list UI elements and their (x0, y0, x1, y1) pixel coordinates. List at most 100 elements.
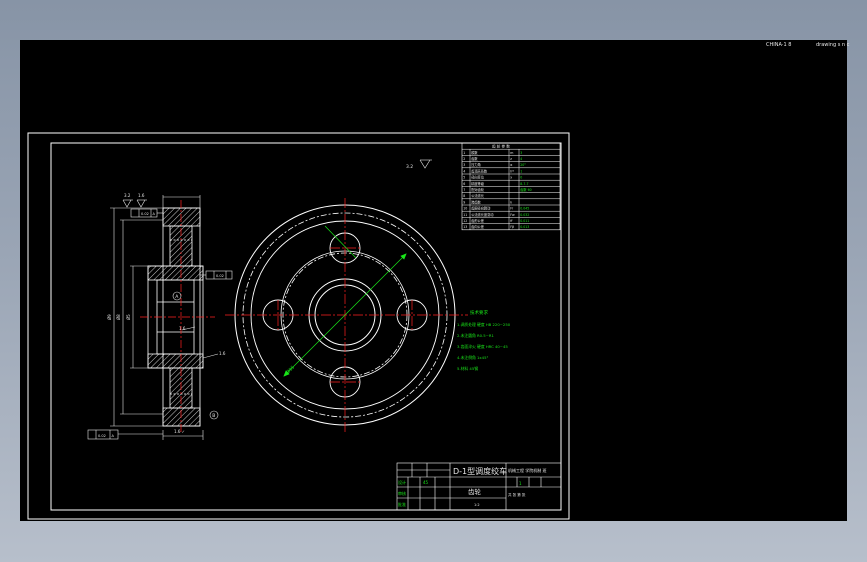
param-table-cell: h* (510, 169, 514, 173)
param-table-cell: 9 (463, 200, 465, 204)
title-project: D-1型调度绞车 (453, 466, 507, 476)
tech-note-line: 2.未注圆角 R0.5~R1 (457, 333, 495, 338)
param-table-cell: 3 (520, 151, 522, 155)
dim-outer-dia: Ø9 (107, 314, 112, 320)
param-table-cell: 齿向公差 (471, 224, 484, 229)
param-table-cell: z (510, 157, 512, 161)
param-table-cell: 模数 (471, 150, 478, 155)
param-table-cell: 8 (463, 194, 465, 198)
param-table-cell: Fr (510, 207, 514, 211)
fcf-mid (200, 270, 233, 280)
fcf-top-value: 0.02 (141, 212, 149, 216)
param-table-cell: 压力角 (471, 162, 481, 167)
param-table-cell: 齿数 (471, 156, 478, 161)
roughness-top-label: 3.2 (124, 193, 131, 198)
diameter-dimension (283, 225, 407, 377)
fcf-mid-value: 0.02 (216, 274, 224, 278)
title-qty: 1 (519, 481, 522, 486)
param-table-cell: 径向变位 (471, 175, 485, 180)
title-part-name: 齿轮 (468, 487, 482, 496)
gear-drawing: Ø9 Ø8 Ø5 3.2 1.6 0.02 A 0.02 (27, 132, 570, 520)
tech-notes-title: 技术要求 (470, 309, 488, 316)
title-block (396, 462, 562, 511)
param-table-cell: 1 (463, 151, 465, 155)
param-table-cell: 5 (463, 176, 465, 180)
param-table-cell: 10 (463, 207, 467, 211)
param-table-cell: 配对齿轮 (471, 187, 485, 192)
title-label-check: 审核 (398, 490, 406, 496)
param-table-cell: 6 (463, 182, 465, 186)
param-table-cell: 0.011 (520, 219, 529, 223)
param-table-cell: 11 (463, 213, 467, 217)
technical-requirements: 技术要求 1.调质处理 硬度 HB 220~250 2.未注圆角 R0.5~R1 3.… (457, 309, 511, 371)
param-table-cell: 0.045 (520, 207, 529, 211)
inner-frame (50, 142, 562, 511)
param-table-cell: m (510, 151, 513, 155)
roughness-top2-label: 1.6 (138, 193, 145, 198)
dim-hub-dia: Ø5 (126, 314, 131, 320)
section-centerlines (140, 200, 215, 434)
param-table-cell: 精度等级 (471, 181, 485, 186)
viewport-header-left: CHINA·1 8 (766, 42, 792, 48)
gear-parameter-table: 齿 轮 参 数 1 模数 m 3 2 齿数 z 4 3 压力角 α 20° 4 齿顶高系数 h* 1 5 径向变位 x… (461, 142, 561, 231)
title-label-approve: 批准 (398, 501, 406, 507)
param-table-cell: 4 (463, 169, 465, 173)
datum-a-label: A (175, 294, 179, 300)
front-roughness-label: 3.2 (406, 164, 413, 170)
outer-frame (27, 132, 570, 520)
cad-viewport[interactable]: CHINA·1 8 drawing s n c (20, 40, 850, 521)
fcf-bottom (87, 429, 163, 440)
fcf-bottom-value: 0.02 (98, 434, 106, 438)
side-label-1: 1.6 (219, 351, 226, 356)
param-table-cell: 1 (520, 169, 522, 173)
param-table-cell: 公法线长度变动 (471, 212, 493, 217)
param-table-cell: 齿数 60 (520, 187, 531, 192)
param-table-cell: x (510, 176, 512, 180)
fcf-bottom-datum: A (112, 434, 115, 438)
side-label-2: 1.6 (179, 326, 186, 331)
datum-b-symbol (209, 410, 219, 420)
param-table-cell: 12 (463, 219, 467, 223)
param-table-cell: 8-7-7 (520, 182, 528, 186)
param-table-cell: 0.013 (520, 225, 529, 229)
param-table-cell: 齿形公差 (471, 218, 484, 223)
param-table-cell: Fw (510, 213, 515, 217)
param-table-cell: k (510, 200, 512, 204)
section-roughness (122, 199, 147, 208)
param-table-cell: 齿顶高系数 (471, 168, 488, 173)
title-school: 机械工程 学院机制 班 (508, 467, 547, 473)
param-table-cell: 公法线长 (471, 193, 485, 198)
param-table-cell: 0 (520, 176, 522, 180)
param-table-cell: 2 (463, 157, 465, 161)
fcf-top-datum: A (153, 212, 156, 216)
dim-pitch-dia: Ø8 (116, 314, 121, 320)
param-table-cell: 4 (520, 157, 522, 161)
tech-note-line: 3.齿面淬火 硬度 HRC 40~45 (457, 344, 508, 349)
param-table-cell: 跨齿数 (471, 199, 481, 204)
param-table-cell: ff (510, 219, 513, 223)
param-table-cell: 齿圈径向跳动 (471, 206, 490, 211)
param-table-cell: 7 (463, 188, 465, 192)
tech-note-line: 4.未注倒角 1x45° (457, 355, 489, 360)
param-table-title: 齿 轮 参 数 (492, 144, 510, 149)
section-dimensions (110, 195, 204, 440)
param-table-cell: 13 (463, 225, 467, 229)
datum-a-symbol (172, 291, 182, 301)
param-table-cell: 0.032 (520, 213, 529, 217)
viewport-header-right: drawing s n c (816, 42, 850, 48)
front-roughness (419, 159, 432, 169)
param-table-cell: α (510, 163, 512, 167)
param-table-cell: 3 (463, 163, 465, 167)
bottom-dim-label: 1.6 ✓ (174, 429, 185, 434)
title-scale: 1:2 (474, 503, 480, 507)
param-table-cell: Fβ (510, 225, 514, 229)
title-sheet: 共 张 第 张 (508, 492, 526, 497)
title-material: 45 (423, 480, 429, 485)
param-table-cell: 20° (520, 163, 526, 167)
tech-note-line: 5.材料 45钢 (457, 366, 478, 371)
title-label-design: 设计 (398, 479, 406, 485)
tech-note-line: 1.调质处理 硬度 HB 220~250 (457, 322, 511, 327)
fcf-top (130, 208, 163, 218)
diameter-dim-label: Ø95 (284, 364, 296, 376)
datum-b-label: B (212, 413, 215, 419)
